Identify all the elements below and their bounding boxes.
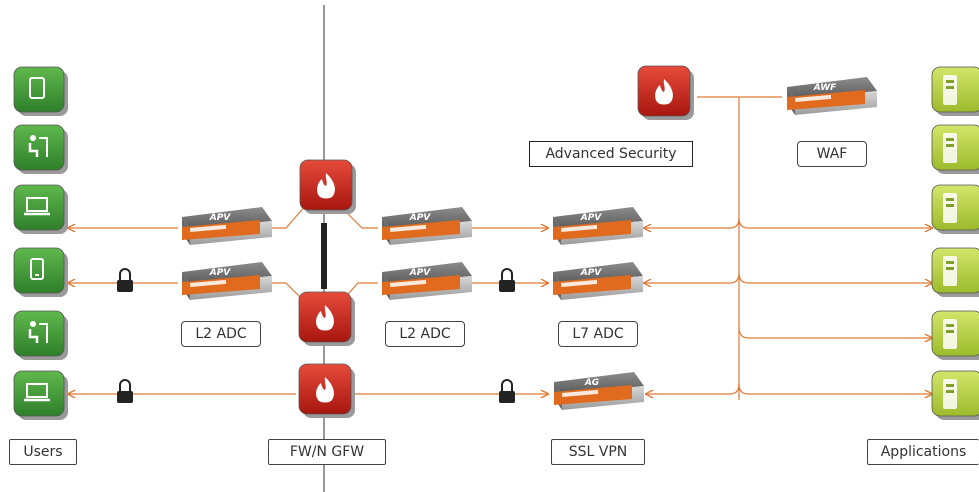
label-l2-adc-left: L2 ADC: [181, 321, 261, 347]
apv-appliance: APV: [382, 262, 472, 300]
label-l7-adc: L7 ADC: [558, 321, 638, 347]
application-server-tile: [931, 124, 979, 174]
tablet-icon: [29, 77, 45, 99]
firewall-icon: [299, 159, 356, 214]
firewall-icon: [637, 65, 694, 120]
padlock-icon: [499, 268, 515, 292]
laptop-icon: [24, 197, 50, 216]
device-model-label: APV: [209, 213, 232, 223]
application-server-tile: [931, 66, 979, 116]
cluster-link-bar: [321, 223, 327, 289]
firewall-icon: [298, 291, 355, 346]
server-icon: [943, 75, 957, 105]
device-model-label: APV: [580, 268, 603, 278]
padlock-icon: [117, 268, 133, 292]
label-users: Users: [9, 439, 77, 465]
flame-icon: [316, 377, 334, 403]
application-server-tile: [931, 370, 979, 420]
application-server-tile: [931, 310, 979, 360]
label-fw-gfw: FW/N GFW: [268, 439, 386, 465]
label-advanced-security: Advanced Security: [529, 141, 693, 167]
padlock-icon: [117, 379, 133, 403]
firewall-icon: [298, 363, 355, 418]
server-icon: [943, 379, 957, 409]
user-device-tile: [13, 124, 68, 174]
user-device-tile: [13, 66, 68, 116]
server-icon: [943, 319, 957, 349]
apv-appliance: APV: [382, 207, 472, 245]
flame-icon: [317, 173, 335, 199]
label-l2-adc-right: L2 ADC: [385, 321, 465, 347]
apv-appliance: APV: [182, 207, 272, 245]
device-model-label: APV: [209, 268, 232, 278]
user-device-tile: [13, 184, 68, 234]
apv-appliance: APV: [182, 262, 272, 300]
apv-appliance: APV: [553, 207, 643, 245]
user-device-tile: [13, 370, 68, 420]
label-waf: WAF: [797, 141, 867, 167]
device-model-label: APV: [409, 213, 432, 223]
application-server-tile: [931, 184, 979, 234]
flame-icon: [655, 79, 673, 105]
user-device-tile: [13, 247, 68, 297]
ag-appliance: AG: [554, 372, 644, 410]
device-model-label: AG: [584, 378, 599, 388]
flame-icon: [316, 305, 334, 331]
device-model-label: AWF: [813, 83, 837, 93]
awf-appliance: AWF: [787, 77, 877, 115]
user-at-desk-icon: [28, 135, 48, 157]
apv-appliance: APV: [553, 262, 643, 300]
label-ssl-vpn: SSL VPN: [551, 439, 645, 465]
user-device-tile: [13, 310, 68, 360]
server-icon: [943, 133, 957, 163]
lock-icons: [117, 268, 515, 403]
server-icon: [943, 256, 957, 286]
smartphone-icon: [30, 258, 44, 280]
device-model-label: APV: [409, 268, 432, 278]
application-server-tile: [931, 247, 979, 297]
user-at-desk-icon: [28, 321, 48, 343]
server-icon: [943, 193, 957, 223]
device-model-label: APV: [580, 213, 603, 223]
laptop-icon: [24, 383, 50, 402]
label-applications: Applications: [867, 439, 979, 465]
padlock-icon: [499, 379, 515, 403]
